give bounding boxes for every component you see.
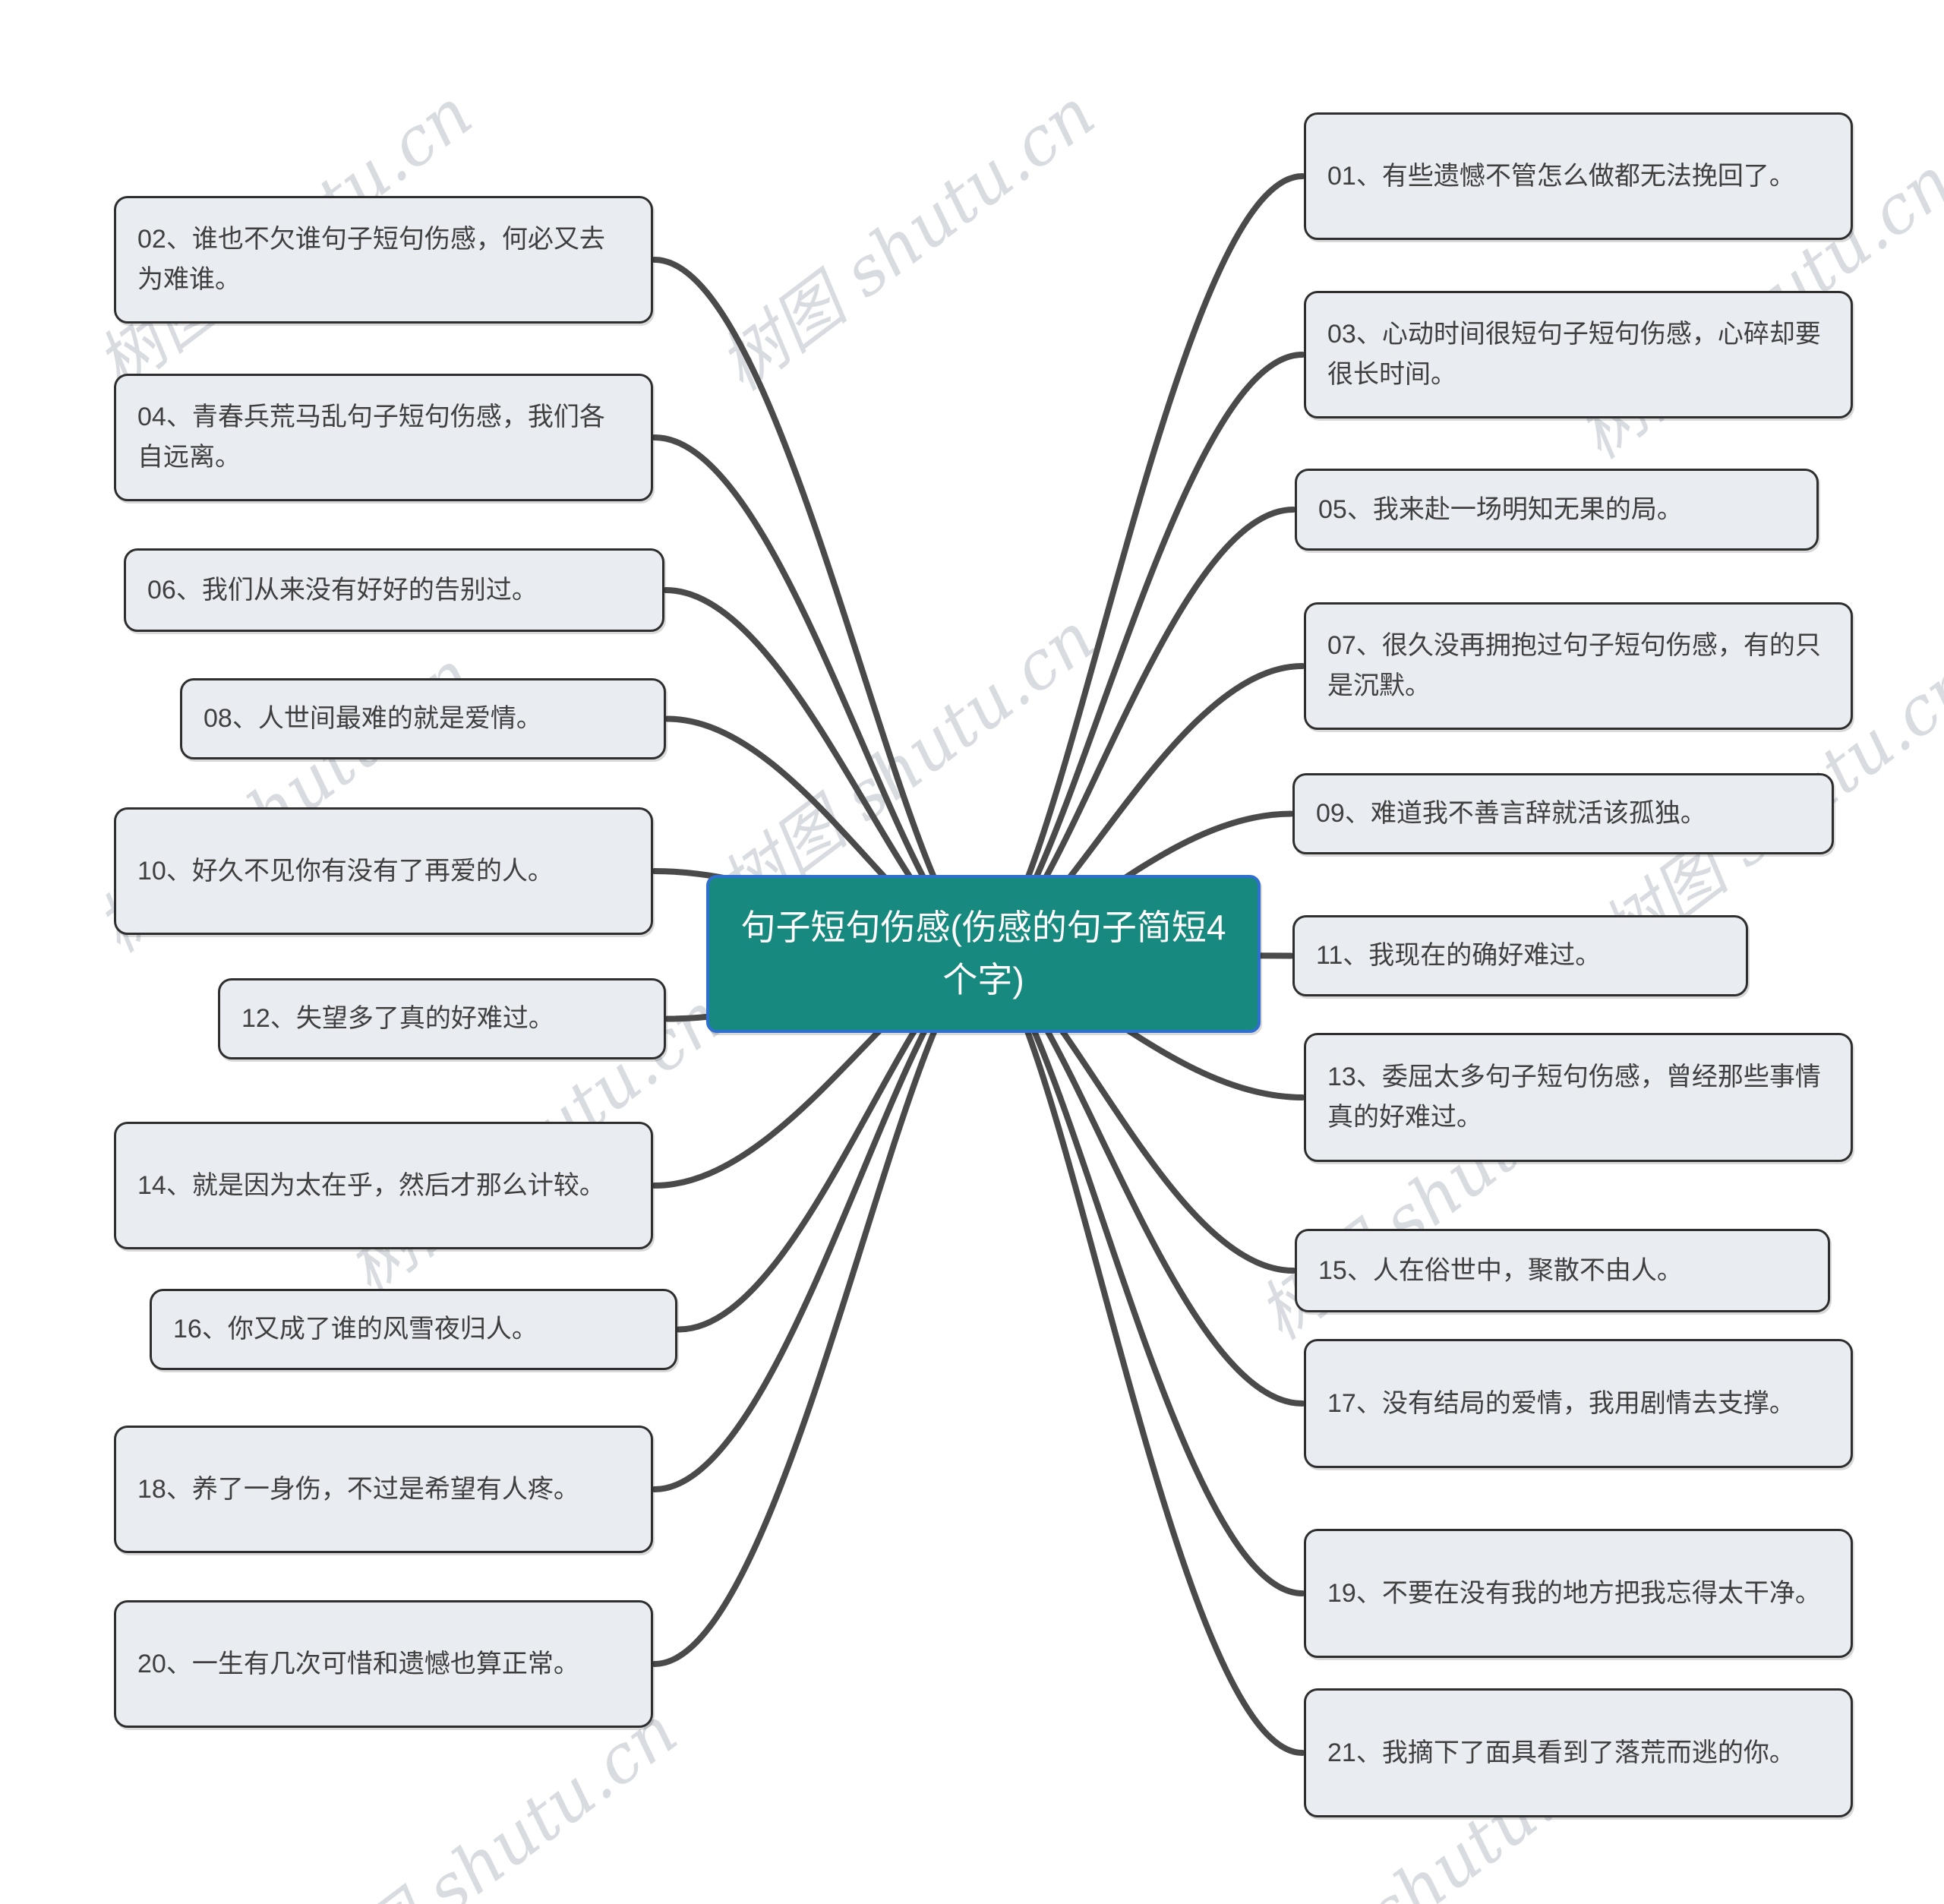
topic-node-19[interactable]: 19、不要在没有我的地方把我忘得太干净。 [1304, 1529, 1853, 1658]
connector [652, 951, 986, 1667]
topic-node-13[interactable]: 13、委屈太多句子短句伤感，曾经那些事情真的好难过。 [1304, 1033, 1853, 1162]
topic-node-label: 18、养了一身伤，不过是希望有人疼。 [137, 1474, 579, 1504]
topic-node-label: 04、青春兵荒马乱句子短句伤感，我们各自远离。 [137, 403, 605, 472]
topic-node-label: 13、委屈太多句子短句伤感，曾经那些事情真的好难过。 [1327, 1063, 1821, 1132]
topic-node-06[interactable]: 06、我们从来没有好好的告别过。 [124, 548, 664, 632]
topic-node-label: 19、不要在没有我的地方把我忘得太干净。 [1327, 1578, 1821, 1608]
topic-node-label: 21、我摘下了面具看到了落荒而逃的你。 [1327, 1738, 1795, 1767]
topic-node-label: 01、有些遗憾不管怎么做都无法挽回了。 [1327, 161, 1795, 191]
topic-node-label: 08、人世间最难的就是爱情。 [204, 704, 542, 734]
central-topic-node[interactable]: 句子短句伤感(伤感的句子简短4个字) [706, 875, 1261, 1033]
topic-node-08[interactable]: 08、人世间最难的就是爱情。 [180, 678, 666, 759]
topic-node-10[interactable]: 10、好久不见你有没有了再爱的人。 [114, 807, 653, 935]
topic-node-04[interactable]: 04、青春兵荒马乱句子短句伤感，我们各自远离。 [114, 374, 653, 501]
topic-node-16[interactable]: 16、你又成了谁的风雪夜归人。 [150, 1289, 677, 1370]
topic-node-14[interactable]: 14、就是因为太在乎，然后才那么计较。 [114, 1122, 653, 1249]
topic-node-label: 16、你又成了谁的风雪夜归人。 [173, 1315, 538, 1344]
topic-node-12[interactable]: 12、失望多了真的好难过。 [218, 978, 666, 1059]
topic-node-label: 06、我们从来没有好好的告别过。 [147, 575, 538, 605]
connector [980, 173, 1305, 957]
topic-node-label: 17、没有结局的爱情，我用剧情去支撑。 [1327, 1388, 1795, 1418]
topic-node-label: 03、心动时间很短句子短句伤感，心碎却要很长时间。 [1327, 320, 1821, 389]
topic-node-11[interactable]: 11、我现在的确好难过。 [1292, 915, 1748, 996]
topic-node-09[interactable]: 09、难道我不善言辞就活该孤独。 [1292, 773, 1834, 854]
topic-node-20[interactable]: 20、一生有几次可惜和遗憾也算正常。 [114, 1600, 653, 1728]
topic-node-label: 02、谁也不欠谁句子短句伤感，何必又去为难谁。 [137, 225, 605, 294]
topic-node-01[interactable]: 01、有些遗憾不管怎么做都无法挽回了。 [1304, 112, 1853, 240]
topic-node-17[interactable]: 17、没有结局的爱情，我用剧情去支撑。 [1304, 1339, 1853, 1468]
topic-node-07[interactable]: 07、很久没再拥抱过句子短句伤感，有的只是沉默。 [1304, 602, 1853, 730]
connector [980, 951, 1305, 1756]
topic-node-label: 10、好久不见你有没有了再爱的人。 [137, 856, 554, 886]
topic-node-label: 07、很久没再拥抱过句子短句伤感，有的只是沉默。 [1327, 631, 1821, 700]
central-topic-label: 句子短句伤感(伤感的句子简短4个字) [740, 908, 1226, 999]
topic-node-03[interactable]: 03、心动时间很短句子短句伤感，心碎却要很长时间。 [1304, 291, 1853, 418]
topic-node-label: 05、我来赴一场明知无果的局。 [1318, 494, 1683, 524]
topic-node-15[interactable]: 15、人在俗世中，聚散不由人。 [1295, 1229, 1830, 1312]
topic-node-label: 09、难道我不善言辞就活该孤独。 [1316, 799, 1706, 829]
topic-node-label: 12、失望多了真的好难过。 [241, 1004, 554, 1034]
topic-node-label: 14、就是因为太在乎，然后才那么计较。 [137, 1170, 605, 1200]
topic-node-21[interactable]: 21、我摘下了面具看到了落荒而逃的你。 [1304, 1688, 1853, 1817]
topic-node-02[interactable]: 02、谁也不欠谁句子短句伤感，何必又去为难谁。 [114, 196, 653, 324]
topic-node-05[interactable]: 05、我来赴一场明知无果的局。 [1295, 469, 1819, 551]
topic-node-label: 11、我现在的确好难过。 [1316, 941, 1602, 971]
connector [652, 257, 986, 957]
topic-node-18[interactable]: 18、养了一身伤，不过是希望有人疼。 [114, 1426, 653, 1553]
topic-node-label: 15、人在俗世中，聚散不由人。 [1318, 1255, 1683, 1285]
topic-node-label: 20、一生有几次可惜和遗憾也算正常。 [137, 1649, 579, 1678]
